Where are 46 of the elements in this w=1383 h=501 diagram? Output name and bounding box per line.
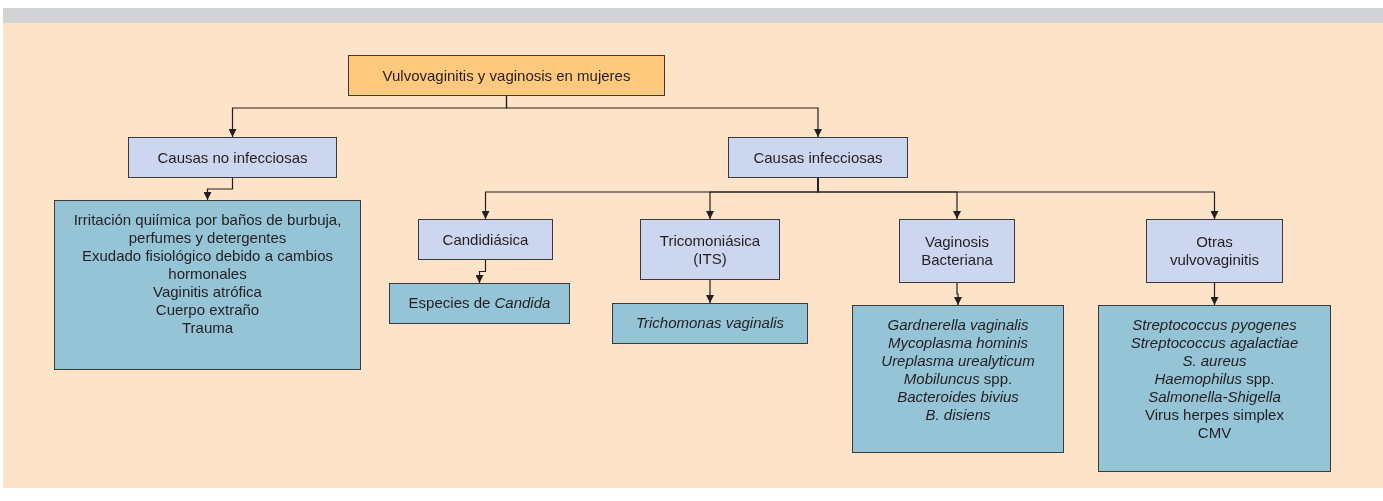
node-text: Haemophilus spp.: [1154, 370, 1275, 388]
node-text: Trichomonas vaginalis: [635, 314, 785, 332]
detail-box: [54, 200, 361, 370]
connector-arrow: [475, 259, 487, 284]
node-text: Salmonella-Shigella: [1148, 388, 1281, 406]
node-text: Candidiásica: [442, 230, 529, 249]
connector-arrow: [203, 177, 234, 201]
node-text: Causas no infecciosas: [157, 148, 308, 167]
category-box: [640, 219, 780, 280]
node-text: Mycoplasma hominis: [887, 334, 1028, 352]
node-text: Trauma: [181, 319, 234, 337]
category-box: [899, 219, 1015, 283]
node-text: Mobiluncus spp.: [903, 370, 1013, 388]
node-text: Gardnerella vaginalis: [887, 316, 1029, 334]
node-text: Vaginitis atrófica: [153, 283, 262, 301]
node-text: CMV: [1197, 424, 1232, 442]
detail-box: [1098, 305, 1331, 472]
connector-arrow: [505, 95, 822, 138]
connector-arrow: [1210, 282, 1219, 306]
node-text: Exudado fisiológico debido a cambios hormonales: [81, 247, 334, 283]
node-text: B. disiens: [925, 406, 991, 424]
category-box: [728, 137, 908, 178]
node-text: Bacteroides bivius: [897, 388, 1019, 406]
connector-arrow: [706, 279, 714, 304]
category-box: [1146, 219, 1283, 283]
node-text: Ureplasma urealyticum: [881, 352, 1035, 370]
detail-box: [852, 305, 1064, 453]
node-text: Virus herpes simplex: [1145, 406, 1284, 424]
detail-box: [612, 303, 808, 344]
category-box: [418, 219, 553, 260]
node-text: Vulvovaginitis y vaginosis en mujeres: [382, 66, 631, 85]
node-text: Streptococcus pyogenes: [1132, 316, 1297, 334]
node-text: Tricomoniásica (ITS): [658, 231, 762, 268]
node-text: Cuerpo extraño: [155, 301, 260, 319]
node-text: Otras vulvovaginitis: [1168, 233, 1261, 269]
node-text: Irritación quiímica por baños de burbuja, perfumes y detergentes: [72, 211, 343, 247]
node-text: Streptococcus agalactiae: [1130, 334, 1299, 352]
node-text: S. aureus: [1182, 352, 1247, 370]
connector-arrow: [817, 177, 1219, 220]
node-text: Especies de Candida: [408, 294, 551, 312]
connector-arrow: [954, 282, 962, 306]
node-text: Vaginosis Bacteriana: [920, 233, 994, 269]
title-box: [348, 55, 665, 96]
detail-box: [389, 283, 570, 324]
category-box: [128, 137, 337, 178]
node-text: Causas infecciosas: [753, 148, 883, 167]
